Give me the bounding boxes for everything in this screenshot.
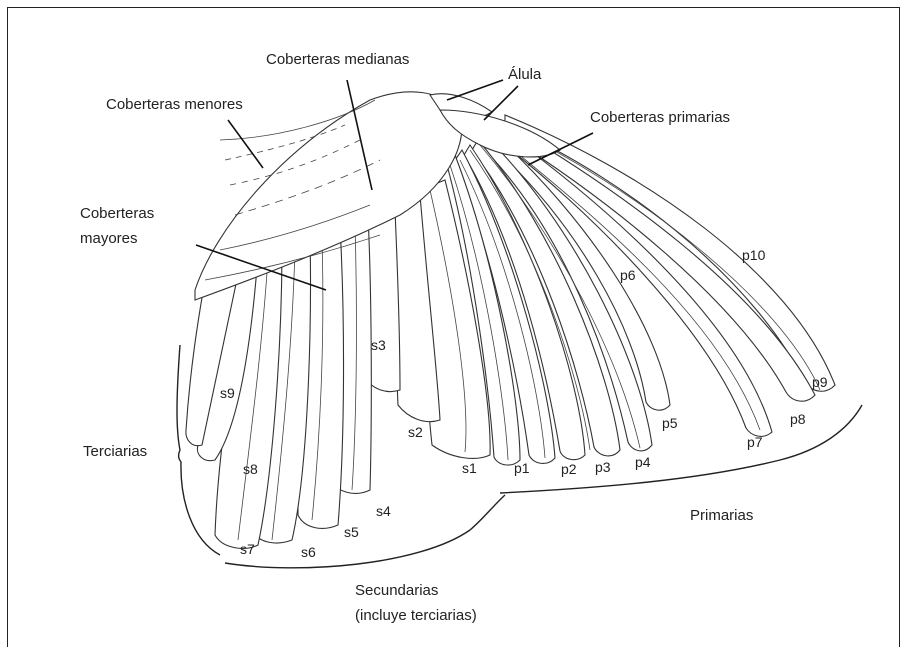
label-p8: p8	[790, 411, 806, 427]
label-p4: p4	[635, 454, 651, 470]
label-p2: p2	[561, 461, 577, 477]
primary-feathers	[447, 115, 835, 465]
label-p5: p5	[662, 415, 678, 431]
label-p1: p1	[514, 460, 530, 476]
label-secundarias-line1: Secundarias	[355, 582, 438, 599]
label-p9: p9	[812, 374, 828, 390]
label-coberteras-mayores-line2: mayores	[80, 230, 138, 247]
label-coberteras-primarias: Coberteras primarias	[590, 109, 730, 126]
label-coberteras-mayores-line1: Coberteras	[80, 205, 154, 222]
label-s6: s6	[301, 544, 316, 560]
label-p10: p10	[742, 247, 766, 263]
label-s8: s8	[243, 461, 258, 477]
label-terciarias: Terciarias	[83, 443, 147, 460]
label-s9: s9	[220, 385, 235, 401]
label-s1: s1	[462, 460, 477, 476]
label-s3: s3	[371, 337, 386, 353]
label-alula: Álula	[508, 66, 542, 83]
label-s7: s7	[240, 541, 255, 557]
label-p6: p6	[620, 267, 636, 283]
label-s4: s4	[376, 503, 391, 519]
label-coberteras-medianas: Coberteras medianas	[266, 51, 409, 68]
label-p3: p3	[595, 459, 611, 475]
label-s2: s2	[408, 424, 423, 440]
label-primarias: Primarias	[690, 507, 753, 524]
label-p7: p7	[747, 434, 763, 450]
label-secundarias-line2: (incluye terciarias)	[355, 607, 477, 624]
label-coberteras-menores: Coberteras menores	[106, 96, 243, 113]
label-s5: s5	[344, 524, 359, 540]
